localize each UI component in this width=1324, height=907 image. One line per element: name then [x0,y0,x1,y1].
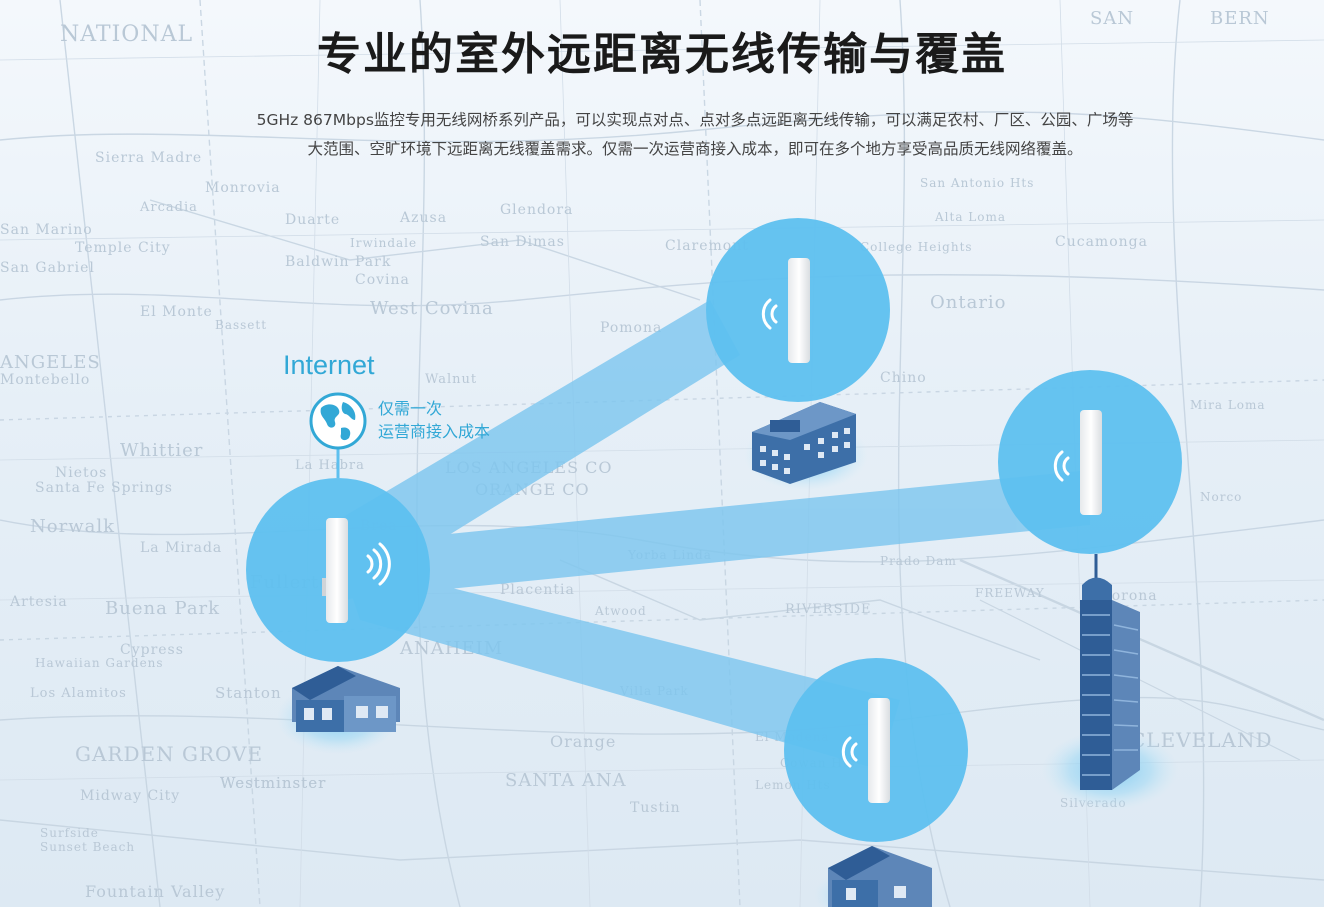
map-label: College Heights [860,240,973,254]
map-label: Prado Dam [880,554,957,568]
map-label: Montebello [0,372,91,388]
map-label: Alta Loma [935,210,1007,224]
map-label: SAN [1090,8,1135,29]
map-label: Westminster [220,774,327,792]
map-label: Norwalk [30,516,115,537]
house-icon [828,846,932,907]
map-label: Glendora [500,202,574,218]
map-label: Irwindale [350,236,418,250]
map-label: Sierra Madre [95,150,203,166]
map-label: Cucamonga [1055,234,1148,250]
map-label: BERN [1210,8,1270,29]
wireless-bridge-icon [868,698,890,803]
map-label: Sunset Beach [40,840,136,854]
map-label: Monrovia [205,180,281,196]
map-label: GARDEN GROVE [75,742,264,766]
map-label: Artesia [10,594,68,610]
map-label: Orange [550,732,617,751]
internet-label: Internet [283,350,375,380]
description-line-1: 5GHz 867Mbps监控专用无线网桥系列产品，可以实现点对点、点对多点远距离… [256,111,1134,129]
map-label: Corona [1100,588,1158,604]
map-label: Azusa [400,210,448,226]
link-to-office [338,300,740,590]
map-label: Mira Loma [1190,398,1266,412]
map-label: Atwood [595,604,647,618]
map-label: West Covina [370,298,494,319]
map-label: Midway City [80,788,181,804]
map-label: Pomona [600,320,663,336]
description: 5GHz 867Mbps监控专用无线网桥系列产品，可以实现点对点、点对多点远距离… [160,106,1230,164]
map-label: Surfside [40,826,99,840]
bridge-node-internet [246,444,430,754]
map-label: Westminster [220,774,327,792]
map-label: Whittier [120,440,204,461]
map-label: Placentia [500,582,575,598]
wifi-signal-icon [366,542,391,586]
map-label: Baldwin Park [285,254,392,270]
map-label: Chino [880,370,927,386]
map-label: FREEWAY [975,586,1045,600]
map-label: San Gabriel [0,260,95,276]
office-building-icon [752,402,856,484]
map-label: Nietos [55,465,108,481]
map-label: La Habra [295,458,365,473]
link-to-home [340,560,900,770]
map-label: Buena Park [105,598,221,619]
wireless-bridge-icon [788,258,810,363]
map-label: Santa Fe Springs [35,480,173,496]
map-label: Norco [1200,490,1243,504]
globe-icon [309,392,367,450]
map-label: SANTA ANA [505,770,627,791]
internet-note-line-1: 仅需一次 [378,399,443,418]
bridge-node-home [784,658,968,907]
map-label: Claremont [665,238,749,254]
map-label: RIVERSIDE [785,602,872,617]
wifi-signal-icon [841,736,858,768]
map-label: La Mirada [140,540,223,556]
page-title: 专业的室外远距离无线传输与覆盖 [317,29,1007,80]
wireless-links [338,300,1090,770]
skyscraper-icon [1080,577,1140,790]
wifi-signal-icon [1053,450,1070,482]
map-label: ANGELES [0,352,101,373]
map-label: Tustin [630,800,681,816]
map-label: Walnut [425,372,478,387]
map-label: Hawaiian Gardens [35,656,164,670]
internet-note-line-2: 运营商接入成本 [378,422,491,441]
map-label: Bassett [215,318,268,332]
bridge-node-office [706,218,890,491]
wifi-signal-icon [761,298,778,330]
wireless-bridge-icon [1080,410,1102,515]
map-label: San Dimas [480,234,565,250]
link-to-tower [338,470,1090,600]
map-label: Arcadia [140,200,198,215]
map-label: Covina [355,272,410,288]
map-label: San Marino [0,222,93,238]
wireless-bridge-icon [326,518,348,623]
map-label: NATIONAL [60,22,194,47]
house-icon [292,666,400,732]
internet-note: 仅需一次 运营商接入成本 [378,397,490,443]
map-label: El Monte [140,304,213,320]
map-label: Stanton [215,684,282,702]
map-label: Cypress [120,642,184,658]
map-label: San Antonio Hts [920,176,1035,190]
map-label: Duarte [285,212,341,228]
map-label: Fountain Valley [85,882,226,901]
description-line-2: 大范围、空旷环境下远距离无线覆盖需求。仅需一次运营商接入成本，即可在多个地方享受… [307,140,1083,158]
map-label: Ontario [930,292,1007,313]
map-label: Temple City [75,240,171,256]
bridge-node-tower [998,370,1182,810]
map-label: Los Alamitos [30,686,127,701]
